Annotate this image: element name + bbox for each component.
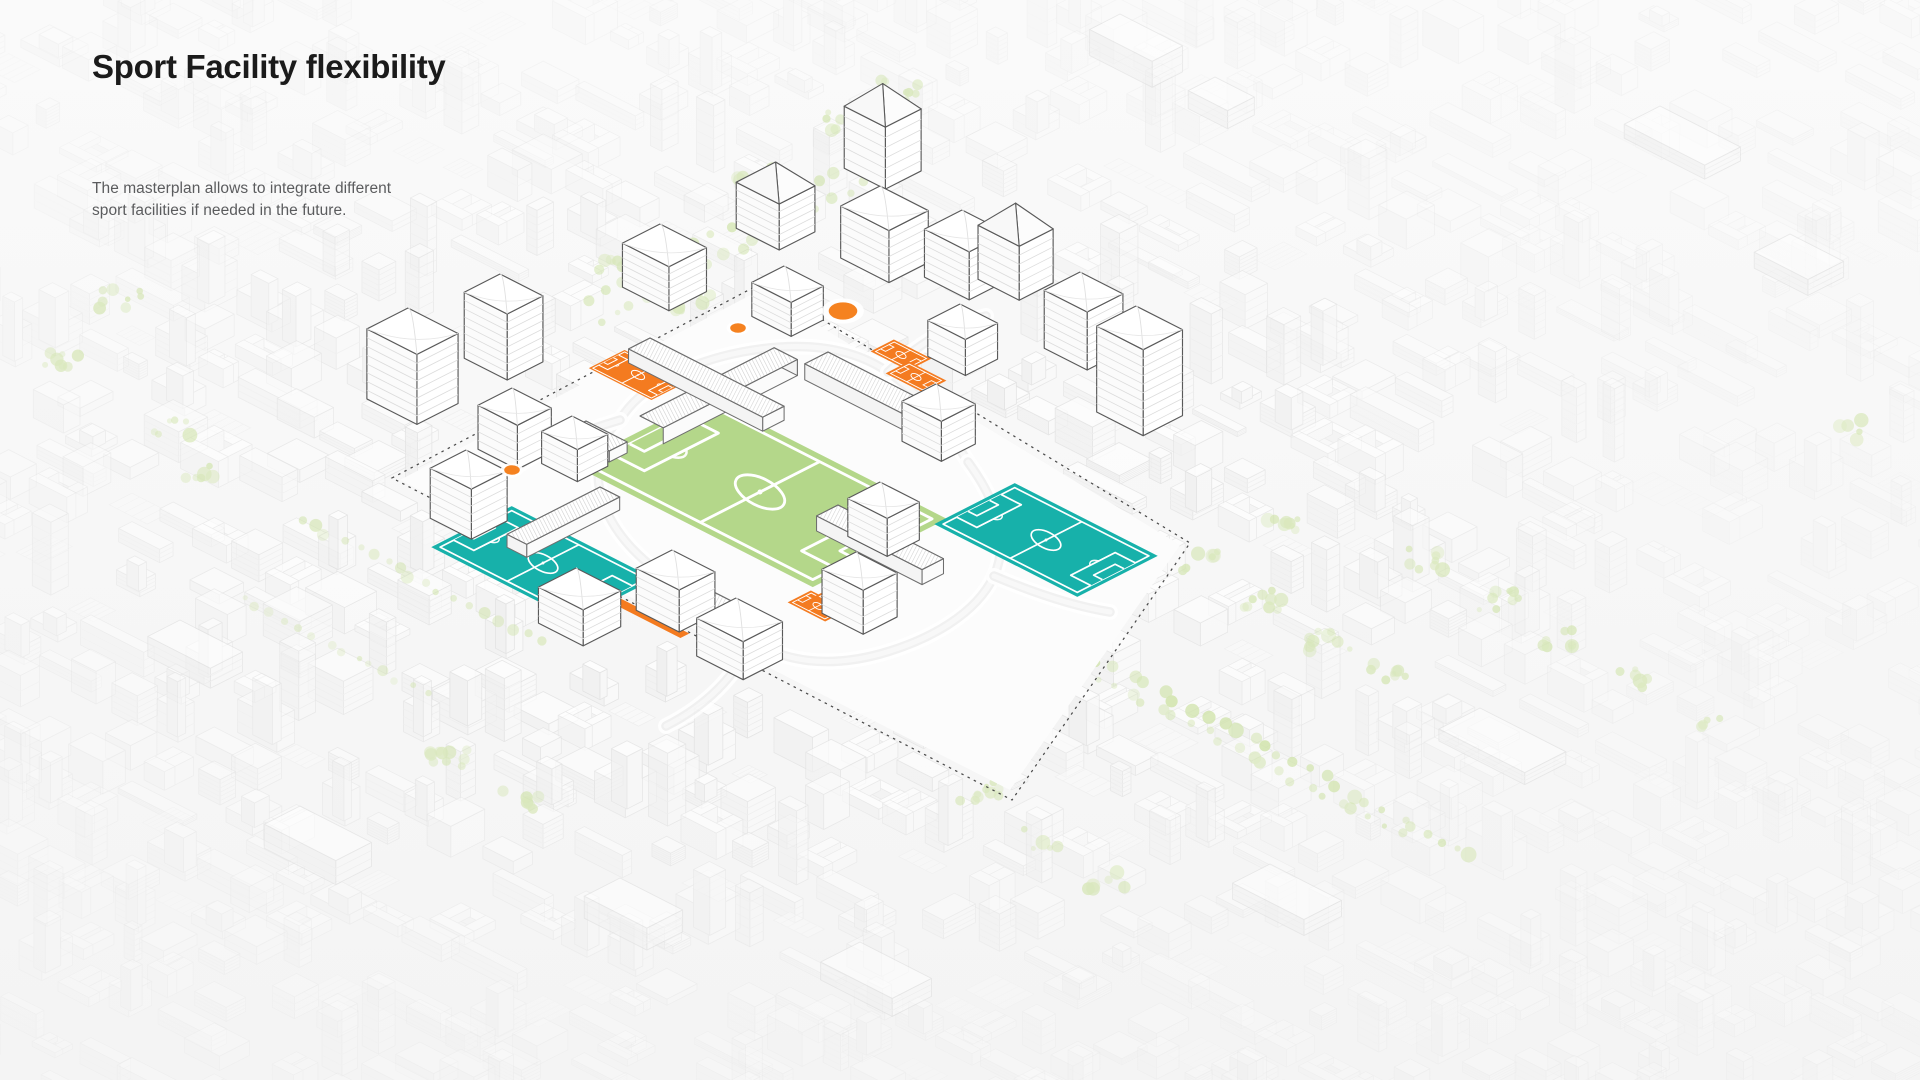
masterplan-block [840, 185, 929, 284]
masterplan-block [429, 449, 508, 540]
masterplan-block [366, 307, 459, 425]
masterplan-block [635, 549, 716, 633]
facility-ne-court-b [885, 361, 947, 393]
access-node-node-n-small [726, 321, 750, 335]
masterplan-block [843, 83, 922, 190]
facility-sw-running-strip [610, 597, 690, 639]
masterplan-block [541, 415, 609, 483]
access-node-node-w-small [500, 463, 524, 477]
masterplan-block [537, 567, 622, 647]
stadium-stand [628, 337, 785, 432]
masterplan-block [1096, 305, 1184, 437]
masterplan-block [927, 303, 999, 377]
masterplan-block [751, 265, 824, 337]
facility-east-pitch [934, 483, 1158, 597]
masterplan-block [463, 273, 544, 381]
masterplan-block [977, 202, 1054, 301]
site-boundary-dotted [390, 282, 1191, 801]
stadium-stand [506, 486, 621, 558]
masterplan-block [821, 551, 898, 635]
masterplan-block [621, 223, 708, 312]
masterplan-block [847, 481, 920, 557]
facility-north-mini-pitch [588, 349, 688, 401]
masterplan-block [735, 161, 816, 251]
access-node-layer [500, 298, 864, 477]
access-node-node-ne-large [822, 298, 864, 324]
masterplan-block [696, 597, 784, 681]
masterplan-block [901, 383, 976, 462]
masterplan-buildings [366, 83, 1184, 681]
